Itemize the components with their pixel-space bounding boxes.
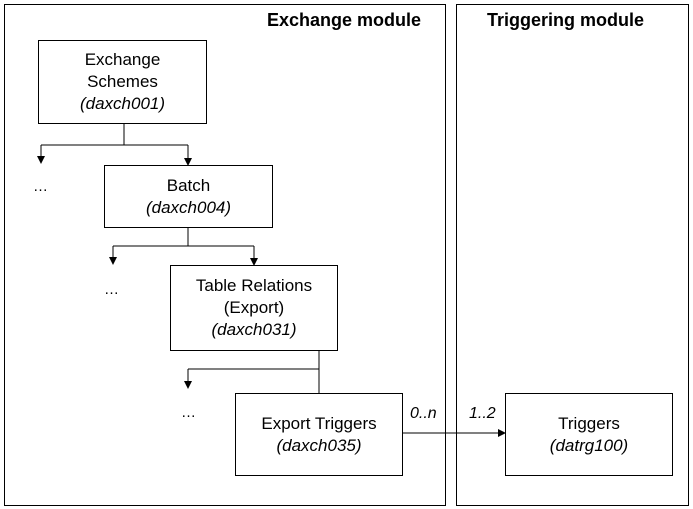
table-relations-box: Table Relations (Export) (daxch031)	[170, 265, 338, 351]
ellipsis-table: …	[181, 404, 196, 421]
batch-box: Batch (daxch004)	[104, 165, 273, 228]
export-triggers-code: (daxch035)	[276, 435, 362, 455]
exchange-schemes-label-2: Schemes	[87, 72, 158, 91]
triggers-code: (datrg100)	[549, 435, 629, 455]
exchange-schemes-label-1: Exchange	[84, 50, 161, 69]
batch-label: Batch	[166, 175, 211, 195]
triggers-label: Triggers	[558, 413, 620, 433]
export-triggers-box: Export Triggers (daxch035)	[235, 393, 403, 476]
exchange-schemes-code: (daxch001)	[79, 94, 166, 113]
exchange-module-title: Exchange module	[267, 10, 422, 30]
batch-code: (daxch004)	[145, 197, 232, 217]
multiplicity-export-side: 0..n	[410, 405, 437, 422]
triggering-module-title: Triggering module	[487, 10, 645, 30]
ellipsis-batch: …	[104, 281, 119, 298]
ellipsis-schemes: …	[33, 178, 48, 195]
multiplicity-trigger-side: 1..2	[469, 405, 496, 422]
triggers-box: Triggers (datrg100)	[505, 393, 673, 476]
table-relations-label-1: Table Relations	[195, 276, 313, 295]
table-relations-code: (daxch031)	[211, 320, 297, 339]
table-relations-label-2: (Export)	[223, 298, 285, 317]
export-triggers-label: Export Triggers	[261, 413, 377, 433]
exchange-schemes-box: Exchange Schemes (daxch001)	[38, 40, 207, 124]
